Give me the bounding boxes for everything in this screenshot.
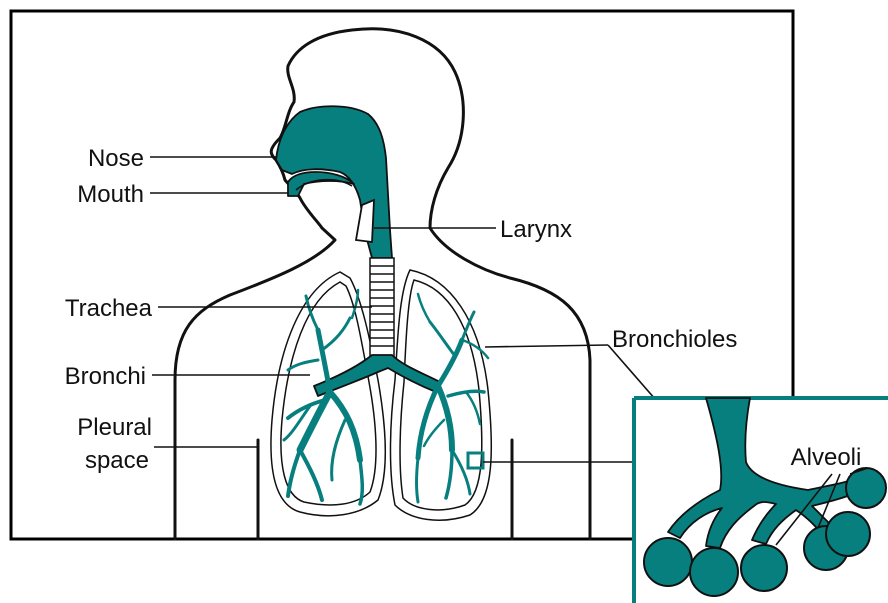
bronchioles-label: Bronchioles	[612, 326, 737, 353]
alveolus-1	[644, 538, 692, 586]
bronchi-label: Bronchi	[65, 363, 146, 390]
alveoli-label: Alveoli	[791, 444, 862, 471]
trachea	[370, 258, 394, 358]
nose-label: Nose	[88, 145, 144, 172]
pleural-label-line2: space	[85, 447, 149, 474]
pleural-label-line1: Pleural	[77, 414, 152, 441]
alveolus-2	[690, 548, 738, 596]
alveolus-3	[741, 545, 787, 591]
larynx-label: Larynx	[500, 216, 572, 243]
trachea-label: Trachea	[65, 295, 153, 322]
alveoli-zoom-inset: Alveoli	[634, 398, 888, 603]
mouth-label: Mouth	[77, 181, 144, 208]
alveolus-5	[826, 512, 870, 556]
